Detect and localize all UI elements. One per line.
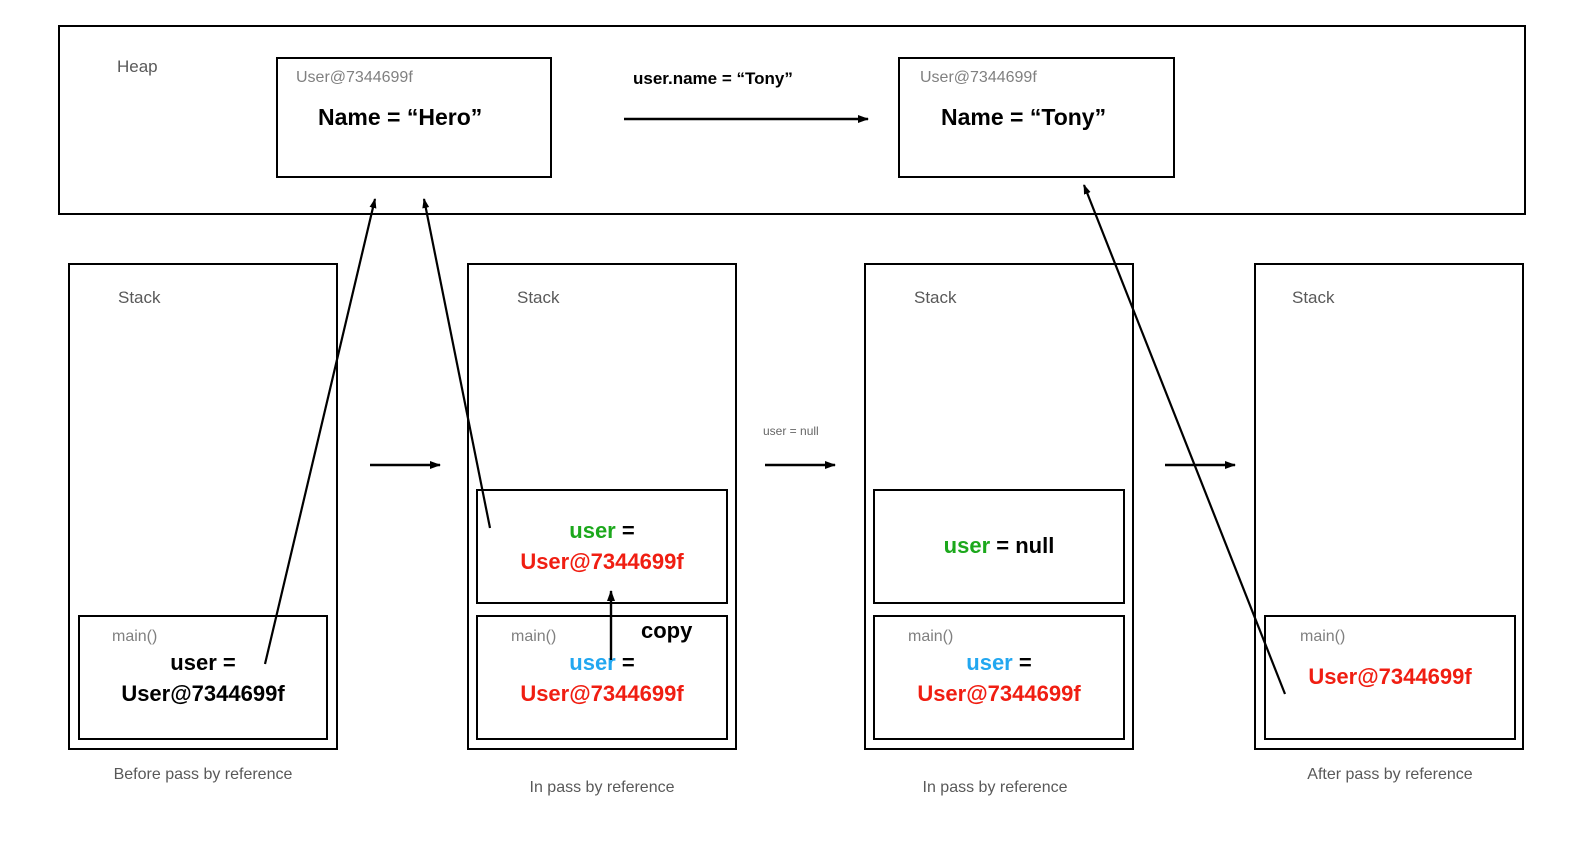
var-part: User@7344699f <box>520 549 684 574</box>
var-part: = <box>1012 650 1032 675</box>
frame-var-line-2-1-0: user = <box>476 518 728 544</box>
var-part: User@7344699f <box>917 681 1081 706</box>
heap-object-id-1: User@7344699f <box>296 69 413 86</box>
heap-object-box-1 <box>276 57 552 178</box>
frame-name-3-2: main() <box>908 628 954 645</box>
panel-caption-3: In pass by reference <box>922 779 1068 796</box>
heap-object-value-1: Name = “Hero” <box>318 104 483 130</box>
var-part: = null <box>990 533 1055 558</box>
stack-frame-2-2 <box>476 615 728 740</box>
heap-object-id-2: User@7344699f <box>920 69 1037 86</box>
frame-var-line-1-1-1: User@7344699f <box>78 681 328 707</box>
frame-var-line-2-1-1: User@7344699f <box>476 549 728 575</box>
heap-object-value-2: Name = “Tony” <box>941 104 1107 130</box>
frame-name-1-1: main() <box>112 628 158 645</box>
transition-label-2: user = null <box>763 424 819 438</box>
frame-var-line-3-2-0: user = <box>873 650 1125 676</box>
var-part: user <box>569 650 616 675</box>
heap-region-label: Heap <box>117 57 158 76</box>
var-part: = <box>615 650 635 675</box>
stack-label-1: Stack <box>118 288 161 307</box>
var-part: = <box>615 518 635 543</box>
stack-label-3: Stack <box>914 288 957 307</box>
var-part: user = <box>170 650 236 675</box>
heap-object-box-2 <box>898 57 1175 178</box>
panel-caption-1: Before pass by reference <box>113 766 293 783</box>
var-part: user <box>569 518 616 543</box>
var-part: user <box>943 533 991 558</box>
stack-frame-2-1 <box>476 489 728 604</box>
stack-label-4: Stack <box>1292 288 1335 307</box>
frame-var-line-1-1-0: user = <box>78 650 328 676</box>
var-part: User@7344699f <box>1308 664 1472 689</box>
heap-mutation-label: user.name = “Tony” <box>633 69 793 88</box>
heap-region-box <box>58 25 1526 215</box>
var-part: User@7344699f <box>520 681 684 706</box>
panel-caption-2: In pass by reference <box>529 779 675 796</box>
frame-name-4-1: main() <box>1300 628 1346 645</box>
frame-var-line-3-2-1: User@7344699f <box>873 681 1125 707</box>
var-part: User@7344699f <box>121 681 285 706</box>
frame-name-2-2: main() <box>511 628 557 645</box>
frame-var-line-2-2-1: User@7344699f <box>476 681 728 707</box>
var-part: user <box>966 650 1013 675</box>
copy-label: copy <box>641 618 693 643</box>
frame-var-line-3-1-0: user = null <box>873 533 1125 559</box>
frame-var-line-4-1-0: User@7344699f <box>1264 664 1516 690</box>
panel-caption-4: After pass by reference <box>1307 766 1473 783</box>
frame-var-line-2-2-0: user = <box>476 650 728 676</box>
stack-frame-1-1 <box>78 615 328 740</box>
stack-label-2: Stack <box>517 288 560 307</box>
